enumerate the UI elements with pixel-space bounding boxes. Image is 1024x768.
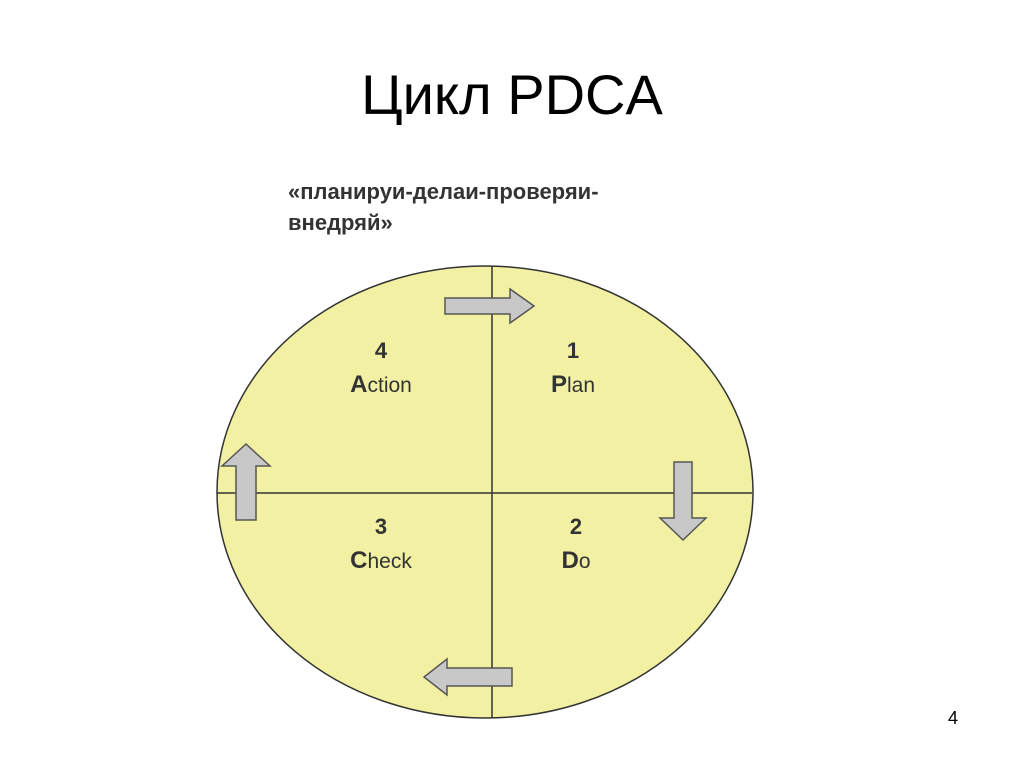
quadrant-action-rest: ction <box>367 374 411 397</box>
quadrant-action-initial: A <box>350 371 367 398</box>
page-number: 4 <box>948 708 959 728</box>
quadrant-action-number: 4 <box>375 338 388 363</box>
quadrant-do-label: Do <box>561 547 590 574</box>
subtitle-line-2: внедряй» <box>288 210 393 235</box>
arrow-down-icon <box>658 461 708 542</box>
quadrant-do-rest: o <box>579 550 591 573</box>
subtitle-line-1: «планируи-делаи-проверяи- <box>288 179 599 204</box>
quadrant-do-initial: D <box>561 547 578 574</box>
quadrant-action-label: Action <box>350 371 412 398</box>
quadrant-check-number: 3 <box>375 514 387 539</box>
quadrant-plan-rest: lan <box>567 374 595 397</box>
cycle-circle <box>216 265 754 719</box>
quadrant-check-rest: heck <box>367 550 412 573</box>
quadrant-do-number: 2 <box>570 514 582 539</box>
quadrant-check-initial: C <box>350 547 367 574</box>
slide-subtitle: «планируи-делаи-проверяи- внедряй» <box>288 176 708 238</box>
quadrant-plan-label: Plan <box>551 371 595 398</box>
arrow-right-icon <box>444 287 536 325</box>
quadrant-plan-initial: P <box>551 371 567 398</box>
slide-title: Цикл PDCA <box>361 63 663 126</box>
arrow-up-icon <box>220 442 272 521</box>
quadrant-plan-number: 1 <box>567 338 579 363</box>
quadrant-check-label: Check <box>350 547 412 574</box>
arrow-left-icon <box>422 657 513 697</box>
